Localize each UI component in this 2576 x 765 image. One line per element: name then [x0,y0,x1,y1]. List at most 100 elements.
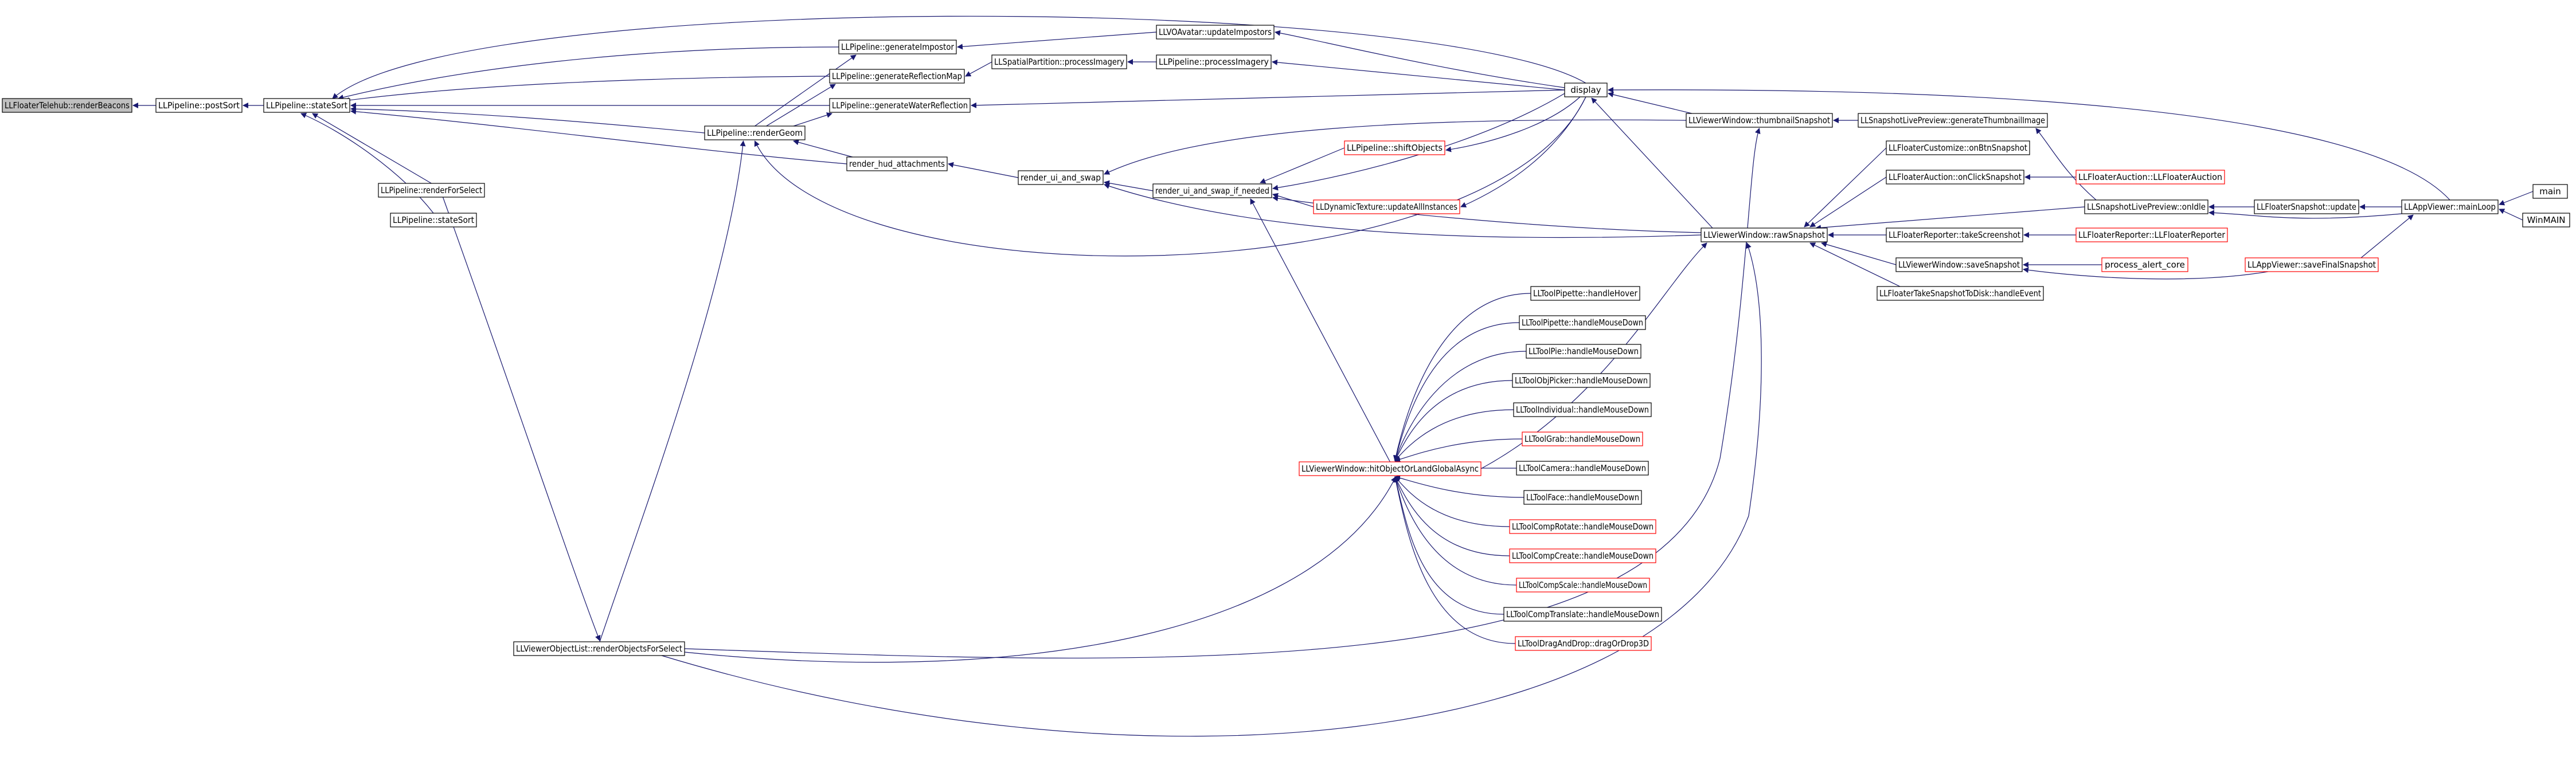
function-node[interactable]: LLPipeline::processImagery [1156,54,1272,69]
node-box [846,156,948,171]
node-label: LLPipeline::stateSort [393,215,474,225]
node-label: LLFloaterReporter::LLFloaterReporter [2078,230,2226,240]
node-label: LLPipeline::renderForSelect [381,185,482,195]
function-node[interactable]: LLFloaterReporter::LLFloaterReporter [2075,227,2228,242]
node-box [1018,170,1104,185]
function-node[interactable]: LLAppViewer::mainLoop [2401,199,2499,214]
node-box [2401,199,2499,214]
node-label: LLViewerWindow::rawSnapshot [1703,230,1825,240]
function-node[interactable]: LLToolCompScale::handleMouseDown [1516,578,1650,593]
function-node[interactable]: LLAppViewer::saveFinalSnapshot [2245,257,2379,272]
node-label: render_ui_and_swap [1021,172,1101,183]
function-node[interactable]: LLToolCompRotate::handleMouseDown [1509,519,1656,534]
node-label: LLPipeline::generateImpostor [841,42,955,52]
call-edge [599,140,746,642]
function-node[interactable]: LLPipeline::stateSort [390,213,477,227]
function-node[interactable]: LLToolPipette::handleHover [1530,286,1640,301]
node-label: LLFloaterCustomize::onBtnSnapshot [1889,143,2027,153]
function-node[interactable]: LLPipeline::shiftObjects [1344,140,1445,155]
function-node[interactable]: LLPipeline::renderForSelect [378,183,485,198]
call-edge [754,96,1586,257]
function-node[interactable]: LLFloaterReporter::takeScreenshot [1886,227,2023,242]
node-box [1516,461,1649,476]
function-node[interactable]: LLViewerWindow::hitObjectOrLandGlobalAsy… [1299,461,1482,476]
function-node[interactable]: LLPipeline::postSort [155,98,243,113]
call-edge [1104,119,1687,175]
node-label: LLPipeline::renderGeom [707,128,803,138]
function-node[interactable]: main [2532,184,2568,199]
function-node[interactable]: LLToolCompTranslate::handleMouseDown [1503,607,1662,622]
node-label: LLPipeline::generateReflectionMap [832,71,962,81]
function-node[interactable]: LLToolObjPicker::handleMouseDown [1512,373,1651,388]
function-node[interactable]: LLSpatialPartition::processImagery [991,54,1127,69]
function-node[interactable]: LLFloaterAuction::onClickSnapshot [1886,170,2024,185]
function-node[interactable]: LLPipeline::generateImpostor [838,40,957,54]
function-node[interactable]: LLViewerObjectList::renderObjectsForSele… [513,641,685,656]
node-box [1513,402,1652,417]
node-label: LLViewerWindow::thumbnailSnapshot [1688,115,1830,125]
function-node[interactable]: LLViewerWindow::saveSnapshot [1895,257,2023,272]
node-label: LLFloaterReporter::takeScreenshot [1889,230,2020,240]
function-node[interactable]: render_ui_and_swap [1018,170,1104,185]
node-box [2101,257,2188,272]
node-box [1877,286,2044,301]
node-label: LLFloaterAuction::onClickSnapshot [1889,172,2022,182]
node-box [390,213,477,227]
node-box [2245,257,2379,272]
node-label: process_alert_core [2105,260,2185,270]
node-label: LLToolCompRotate::handleMouseDown [1512,521,1654,532]
function-node[interactable]: render_ui_and_swap_if_needed [1152,183,1272,198]
function-node[interactable]: LLViewerWindow::thumbnailSnapshot [1686,113,1833,128]
function-node[interactable]: LLSnapshotLivePreview::onIdle [2084,199,2208,214]
node-box [1886,140,2030,155]
node-box [378,183,485,198]
node-box [1344,140,1445,155]
node-label: LLToolPipette::handleMouseDown [1522,317,1643,328]
call-edge [1393,322,1520,461]
node-box [1701,227,1828,242]
function-node[interactable]: LLToolGrab::handleMouseDown [1522,431,1643,446]
node-label: LLFloaterTakeSnapshotToDisk::handleEvent [1879,288,2041,299]
function-node[interactable]: LLFloaterCustomize::onBtnSnapshot [1886,140,2030,155]
function-node[interactable]: LLToolPipette::handleMouseDown [1519,315,1646,330]
call-edge [350,108,847,164]
function-node[interactable]: LLPipeline::generateReflectionMap [829,69,965,84]
function-node[interactable]: LLToolFace::handleMouseDown [1523,490,1642,505]
call-edge [1104,180,1154,191]
function-node[interactable]: LLToolDragAndDrop::dragOrDrop3D [1515,636,1652,651]
function-node[interactable]: LLToolCamera::handleMouseDown [1516,461,1649,476]
function-node[interactable]: LLToolPie::handleMouseDown [1526,344,1641,359]
function-node[interactable]: LLPipeline::renderGeom [704,125,806,140]
call-edge [350,106,705,134]
function-node[interactable]: LLDynamicTexture::updateAllInstances [1313,199,1460,214]
call-edge [755,54,857,127]
function-node[interactable]: LLToolIndividual::handleMouseDown [1513,402,1652,417]
function-node[interactable]: LLFloaterAuction::LLFloaterAuction [2075,170,2225,185]
function-node[interactable]: LLToolCompCreate::handleMouseDown [1509,548,1656,563]
node-label: LLPipeline::generateWaterReflection [832,100,968,111]
node-label: LLToolGrab::handleMouseDown [1525,434,1640,444]
call-edge [332,15,1586,99]
call-edge [793,112,832,127]
call-edge [1275,30,1565,88]
function-node[interactable]: LLPipeline::generateWaterReflection [829,98,971,113]
function-node[interactable]: LLViewerWindow::rawSnapshot [1701,227,1828,242]
node-label: LLPipeline::postSort [158,100,240,111]
function-node[interactable]: display [1564,83,1608,97]
function-node[interactable]: LLFloaterSnapshot::update [2254,199,2359,214]
call-edge [1394,438,1523,463]
function-node[interactable]: LLFloaterTakeSnapshotToDisk::handleEvent [1877,286,2044,301]
call-edge [1809,176,1887,227]
function-node[interactable]: LLPipeline::stateSort [263,98,350,113]
function-node[interactable]: WinMAIN [2522,213,2570,227]
node-label: LLToolCompCreate::handleMouseDown [1512,551,1654,561]
function-node[interactable]: LLSnapshotLivePreview::generateThumbnail… [1858,113,2048,128]
call-edge [1393,293,1531,461]
function-node[interactable]: LLVOAvatar::updateImpostors [1156,25,1275,40]
node-label: LLFloaterTelehub::renderBeacons [5,100,130,111]
call-edge [957,32,1157,50]
call-edge [1394,476,1517,586]
function-node[interactable]: process_alert_core [2101,257,2188,272]
function-node[interactable]: render_hud_attachments [846,156,948,171]
node-box [2522,213,2570,227]
